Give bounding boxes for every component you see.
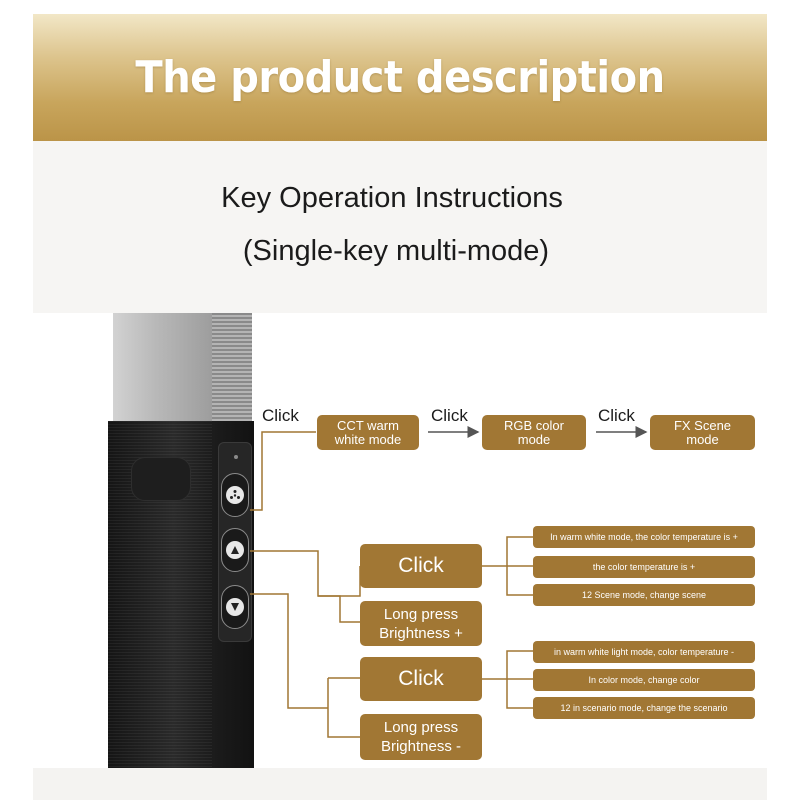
mode-rgb-line2: mode (517, 431, 551, 447)
down-note-scenario: 12 in scenario mode, change the scenario (533, 697, 755, 719)
mode-fx-line2: mode (686, 431, 719, 447)
flow-click-label-1: Click (262, 406, 299, 425)
mode-connector (250, 431, 316, 511)
mode-fx-line1: FX Scene (673, 417, 732, 433)
up-note-color-temp: the color temperature is + (533, 556, 755, 578)
instructions-subtitle: (Single-key multi-mode) (242, 235, 550, 267)
up-note-warm-white: In warm white mode, the color temperatur… (533, 526, 755, 548)
mode-button[interactable] (221, 473, 249, 517)
up-note-scene: 12 Scene mode, change scene (533, 584, 755, 606)
down-click-box: Click (360, 657, 482, 701)
flow-click-label-3: Click (598, 406, 635, 425)
mode-cct-line1: CCT warm (337, 417, 399, 433)
down-note-color-mode: In color mode, change color (533, 669, 755, 691)
down-note-warm-white: in warm white light mode, color temperat… (533, 641, 755, 663)
banner-title: The product description (135, 52, 665, 103)
triangle-up-icon (226, 541, 244, 559)
mode-cct-line2: white mode (334, 431, 402, 447)
down-long-press-line1: Long press (383, 719, 459, 736)
instructions-title: Key Operation Instructions (221, 182, 563, 214)
up-long-press-line2: Brightness + (379, 624, 463, 642)
bottom-strip (33, 768, 767, 800)
header-banner: The product description (33, 14, 767, 141)
up-click-box: Click (360, 544, 482, 588)
device-heatsink-ribs (212, 313, 252, 421)
down-button[interactable] (221, 585, 249, 629)
mode-dot-icon (226, 486, 244, 504)
up-button[interactable] (221, 528, 249, 572)
up-long-press-line1: Long press (383, 605, 459, 623)
triangle-down-icon (226, 598, 244, 616)
down-long-press-line2: Brightness - (380, 738, 462, 755)
instructions-heading-panel: Key Operation Instructions (Single-key m… (33, 141, 767, 313)
flow-click-label-2: Click (431, 406, 468, 425)
device-port-cover (131, 457, 191, 501)
mode-rgb-line1: RGB color (504, 417, 564, 433)
status-led-icon (234, 455, 238, 459)
